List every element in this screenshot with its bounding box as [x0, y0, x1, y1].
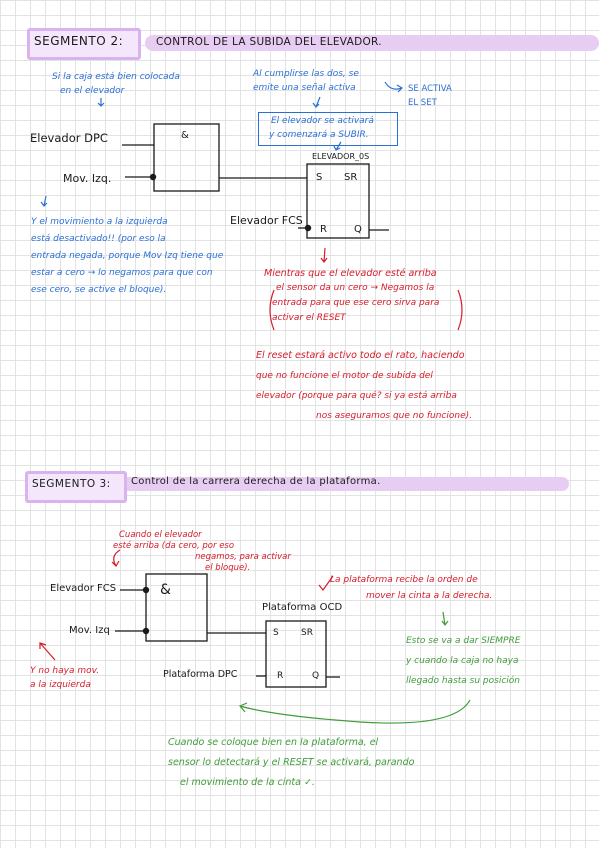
seg2-input-elevador-dpc: Elevador DPC — [30, 131, 108, 145]
seg3-note-plataforma: La plataforma recibe la orden de mover l… — [330, 575, 493, 601]
seg2-input-mov-izq: Mov. Izq. — [63, 172, 112, 185]
seg3-sr-sr: SR — [301, 628, 313, 638]
seg2-note-arriba: Mientras que el elevador esté arriba el … — [264, 268, 440, 323]
seg3-input-mov-izq: Mov. Izq — [69, 625, 110, 636]
seg2-and-symbol: & — [181, 130, 189, 141]
seg3-reset-input: Plataforma DPC — [163, 669, 238, 680]
seg2-sr-r: R — [320, 224, 327, 235]
seg2-label-box — [27, 28, 141, 60]
seg2-note-reset: El reset estará activo todo el rato, hac… — [256, 350, 472, 421]
seg2-bracket-right — [457, 289, 463, 331]
seg3-negation-movizq — [142, 627, 150, 635]
seg2-reset-input: Elevador FCS — [230, 214, 303, 227]
seg2-label: SEGMENTO 2: — [34, 34, 124, 48]
seg2-arrow-set — [384, 81, 403, 93]
seg2-sr-title: ELEVADOR_0S — [312, 152, 370, 161]
seg3-title-highlight — [120, 477, 569, 491]
seg3-sr-title: Plataforma OCD — [262, 602, 343, 613]
seg2-title: CONTROL DE LA SUBIDA DEL ELEVADOR. — [156, 36, 382, 48]
seg2-sr-block — [306, 163, 370, 239]
seg2-arrow-caja — [97, 98, 105, 107]
seg2-arrow-senal-down — [333, 141, 342, 151]
seg3-sr-block — [265, 620, 327, 688]
seg2-circuit — [122, 123, 389, 239]
seg3-note-elevador: Cuando el elevador esté arriba (da cero,… — [113, 530, 291, 573]
seg2-and-gate — [153, 123, 220, 192]
seg2-note-set: SE ACTIVA EL SET — [408, 84, 452, 108]
seg3-negation-fcs — [142, 586, 150, 594]
seg3-curve-sensor — [239, 699, 471, 724]
seg2-boxed-note: El elevador se activará y comenzará a SU… — [258, 112, 398, 146]
seg3-arrow-siempre — [441, 611, 449, 626]
seg2-arrow-reset — [320, 247, 328, 263]
seg2-negation-movizq — [149, 173, 157, 181]
seg3-and-symbol: & — [160, 582, 171, 598]
seg3-arrow-elevador — [111, 549, 121, 567]
seg3-note-no-mov: Y no haya mov. a la izquierda — [30, 666, 100, 690]
seg3-note-sensor: Cuando se coloque bien en la plataforma,… — [168, 737, 415, 788]
seg2-bracket-left — [269, 289, 275, 331]
seg2-arrow-senal — [312, 96, 321, 108]
seg3-sr-q: Q — [312, 671, 320, 681]
seg2-negation-fcs — [304, 224, 312, 232]
seg2-note-senal: Al cumplirse las dos, se emite una señal… — [253, 69, 359, 93]
seg2-note-movimiento: Y el movimiento a la izquierda está desa… — [31, 217, 224, 295]
seg3-arrow-no-mov — [39, 642, 56, 661]
seg3-title: Control de la carrera derecha de la plat… — [131, 476, 381, 487]
seg2-note-caja: Si la caja está bien colocada en el elev… — [52, 72, 180, 96]
seg3-input-elevador-fcs: Elevador FCS — [50, 583, 117, 594]
seg2-sr-sr: SR — [344, 172, 358, 183]
seg2-title-highlight — [145, 35, 599, 51]
seg3-sr-r: R — [277, 671, 284, 681]
seg2-sr-s: S — [316, 172, 323, 183]
seg3-label-box — [25, 471, 127, 503]
seg3-note-siempre: Esto se va a dar SIEMPRE y cuando la caj… — [406, 636, 521, 686]
seg2-arrow-movimiento — [40, 195, 48, 207]
seg2-sr-q: Q — [354, 224, 362, 235]
seg3-label: SEGMENTO 3: — [32, 478, 111, 490]
seg3-check-plataforma — [318, 575, 334, 591]
seg3-circuit — [115, 573, 340, 688]
seg3-sr-s: S — [273, 628, 279, 638]
seg3-and-gate — [145, 573, 208, 642]
